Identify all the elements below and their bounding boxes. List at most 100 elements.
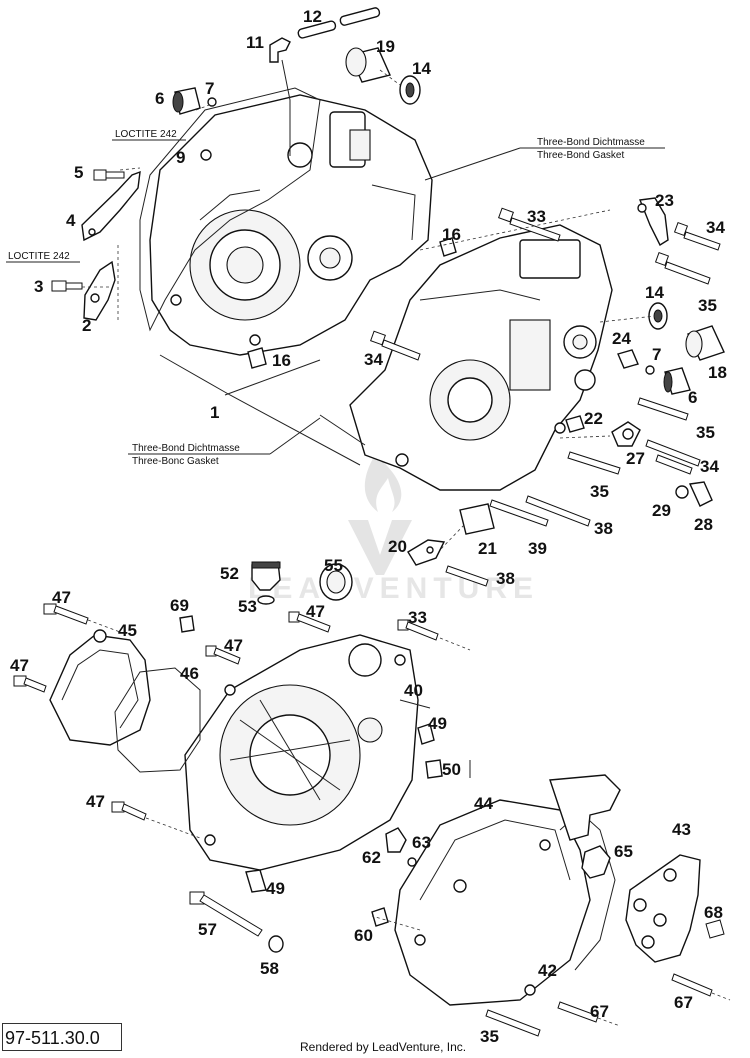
- leader-1: [159, 354, 361, 466]
- callout-44: 44: [474, 794, 493, 813]
- bolt-67-a: [671, 973, 713, 997]
- diagram-code: 97-511.30.0: [2, 1023, 122, 1051]
- callout-3: 3: [34, 277, 43, 296]
- bolt-57: [189, 891, 263, 937]
- callout-34-left: 34: [364, 350, 383, 369]
- callout-22: 22: [584, 409, 603, 428]
- watermark-text: LEADVENTURE: [248, 572, 539, 605]
- callout-57: 57: [198, 920, 217, 939]
- bolt-47-a: [43, 603, 89, 625]
- bolt-34-left: [370, 330, 421, 361]
- bracket-43: [625, 854, 701, 963]
- screw-28: [688, 481, 713, 507]
- callout-23: 23: [655, 191, 674, 210]
- note-threebond-mid-1: Three-Bond Dichtmasse: [132, 443, 240, 454]
- note-loctite-bottom: LOCTITE 242: [8, 251, 70, 262]
- callout-46: 46: [180, 664, 199, 683]
- bolt-33-mid: [397, 619, 439, 641]
- part-22: [565, 415, 585, 433]
- callout-62: 62: [362, 848, 381, 867]
- washer-58: [268, 935, 284, 953]
- callout-7-top: 7: [205, 79, 214, 98]
- callout-6-top: 6: [155, 89, 164, 108]
- callout-6-right: 6: [688, 388, 697, 407]
- dowel-49-low: [245, 869, 267, 893]
- callout-18: 18: [708, 363, 727, 382]
- gasket-46: [114, 667, 201, 773]
- bracket-4: [81, 170, 141, 242]
- callout-43: 43: [672, 820, 691, 839]
- callout-33-mid: 33: [408, 608, 427, 627]
- cover-45: [49, 634, 151, 746]
- callout-5: 5: [74, 163, 83, 182]
- bolt-47-b: [13, 675, 47, 693]
- oring-53: [257, 595, 275, 605]
- note-threebond-top-1: Three-Bond Dichtmasse: [537, 137, 645, 148]
- callout-67-b: 67: [590, 1002, 609, 1021]
- note-threebond-top-2: Three-Bond Gasket: [537, 150, 624, 161]
- callout-19: 19: [376, 37, 395, 56]
- callout-40: 40: [404, 681, 423, 700]
- pin-12b: [339, 7, 381, 26]
- bolt-39: [489, 499, 549, 527]
- callout-47-d: 47: [224, 636, 243, 655]
- dowel-49-mid: [417, 723, 435, 745]
- oring-63: [407, 857, 417, 867]
- block-21: [459, 503, 495, 535]
- callout-33-top: 33: [527, 207, 546, 226]
- bolt-38-a: [525, 495, 591, 527]
- callout-34-right: 34: [700, 457, 719, 476]
- callout-14-top: 14: [412, 59, 431, 78]
- bolt-3: [51, 280, 83, 292]
- bolt-35-a: [637, 397, 689, 421]
- bolt-68: [705, 919, 725, 939]
- callout-7-right: 7: [652, 345, 661, 364]
- washer-50: [425, 759, 443, 779]
- callout-38-a: 38: [594, 519, 613, 538]
- watermark-logo: [348, 455, 412, 575]
- bolt-35-topright: [654, 251, 711, 285]
- bolt-47-d: [205, 645, 241, 665]
- fitting-11: [269, 37, 291, 63]
- callout-2: 2: [82, 316, 91, 335]
- callout-47-b: 47: [10, 656, 29, 675]
- plug-62: [385, 827, 407, 853]
- callout-65: 65: [614, 842, 633, 861]
- callout-27: 27: [626, 449, 645, 468]
- render-credit: Rendered by LeadVenture, Inc.: [300, 1040, 467, 1054]
- bolt-35-b: [567, 451, 621, 475]
- callout-67-a: 67: [674, 993, 693, 1012]
- callout-28: 28: [694, 515, 713, 534]
- callout-68: 68: [704, 903, 723, 922]
- guard-plate: [549, 774, 621, 841]
- callout-34-topright: 34: [706, 218, 725, 237]
- bushing-24: [617, 349, 639, 369]
- gasket-9: [139, 87, 321, 332]
- callout-9: 9: [176, 148, 185, 167]
- ignition-cover-44: [394, 799, 591, 1006]
- callout-42: 42: [538, 961, 557, 980]
- callout-16-left: 16: [272, 351, 291, 370]
- ring-7-top: [207, 97, 217, 107]
- dowel-16-left: [247, 347, 267, 369]
- callout-16-right: 16: [442, 225, 461, 244]
- callout-39: 39: [528, 539, 547, 558]
- callout-12: 12: [303, 7, 322, 26]
- callout-11: 11: [246, 33, 264, 52]
- bolt-67-b: [557, 1001, 599, 1023]
- bracket-2: [83, 260, 116, 321]
- callout-69: 69: [170, 596, 189, 615]
- right-crankcase-half: [349, 224, 613, 491]
- callout-52: 52: [220, 564, 239, 583]
- bolt-34-b: [645, 439, 701, 467]
- plug-69: [179, 615, 195, 633]
- dowel-60: [371, 907, 389, 927]
- callout-63: 63: [412, 833, 431, 852]
- callout-49-mid: 49: [428, 714, 447, 733]
- ring-7-right: [645, 365, 655, 375]
- callout-35-topright: 35: [698, 296, 717, 315]
- callout-4: 4: [66, 211, 76, 230]
- callout-55: 55: [324, 556, 343, 575]
- callout-50: 50: [442, 760, 461, 779]
- callout-49-low: 49: [266, 879, 285, 898]
